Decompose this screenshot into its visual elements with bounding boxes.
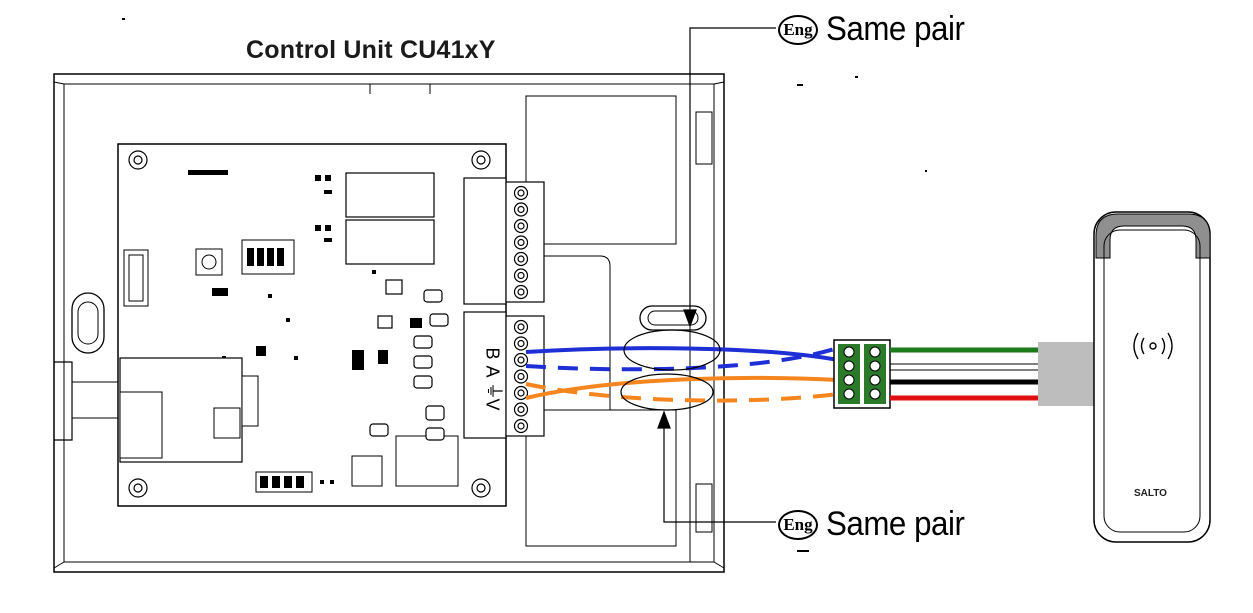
blue-wire-solid (525, 346, 839, 362)
cable-compartment (525, 95, 707, 547)
blue-wire-dashed (525, 346, 839, 372)
orange-wire-dashed (525, 382, 839, 403)
orange-wire-solid (525, 375, 839, 400)
terminal-screw-head (517, 372, 525, 381)
terminal-screw-head (517, 189, 525, 197)
salto-reader (1093, 211, 1211, 543)
terminal-screw-head (517, 255, 525, 263)
terminal-screw-head (517, 205, 525, 214)
terminal-label-gnd: ⏚ (484, 382, 504, 400)
reader-brand: SALTO (1134, 488, 1167, 499)
terminal-block-lower (463, 311, 545, 439)
callout-arrows (657, 27, 776, 523)
terminal-screw-head (517, 323, 525, 331)
terminal-screw-head (517, 422, 525, 430)
eng-badge-top: Eng (778, 14, 818, 45)
terminal-screw-head (517, 339, 525, 348)
callout-top: Eng Same pair (778, 10, 976, 49)
callout-top-text: Same pair (826, 10, 965, 48)
callout-bottom: Eng Same pair (778, 505, 976, 544)
callout-bottom-text: Same pair (826, 505, 965, 543)
contactless-wave-icon (1133, 332, 1173, 360)
mounting-holes (128, 150, 491, 498)
stray-marks (122, 18, 927, 552)
terminal-label-a: A (482, 365, 503, 378)
orange-twisted-pair (525, 375, 839, 403)
eng-badge-bottom: Eng (778, 509, 818, 540)
blue-twisted-pair (525, 346, 839, 372)
terminal-block-upper (463, 177, 545, 305)
terminal-label-b: B (482, 347, 503, 360)
reader-cable (890, 342, 1098, 406)
terminal-screw-head (517, 238, 525, 247)
pcb-board (117, 143, 507, 507)
terminal-screw-head (517, 271, 525, 280)
pair-highlight-ellipses (620, 329, 721, 411)
terminal-label-v: V (482, 398, 503, 411)
terminal-screw-head (517, 389, 525, 397)
page-title: Control Unit CU41xY (246, 36, 496, 64)
terminal-screw-head (517, 288, 525, 296)
reader-connector (833, 339, 891, 409)
terminal-screw-head (517, 222, 525, 230)
terminal-screw-head (517, 405, 525, 414)
terminal-screw-head (517, 356, 525, 364)
enclosure (53, 73, 725, 573)
